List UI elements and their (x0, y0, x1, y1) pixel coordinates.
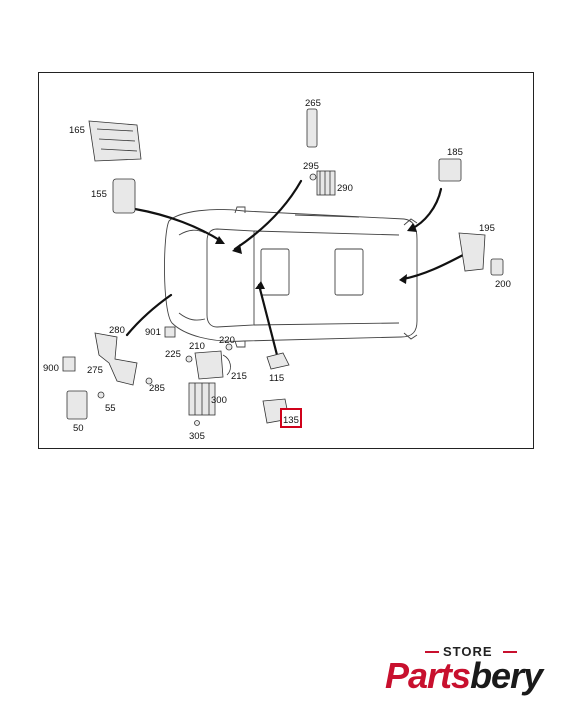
label-55: 55 (105, 403, 116, 414)
part-290 (316, 170, 336, 196)
part-901 (164, 326, 176, 338)
logo-brand-part2: bery (470, 655, 543, 696)
label-165: 165 (69, 125, 85, 136)
part-155 (112, 178, 136, 214)
store-logo: STORE Partsbery (385, 640, 555, 700)
arrow-115 (257, 283, 279, 357)
label-50: 50 (73, 423, 84, 434)
part-220 (225, 343, 233, 351)
part-55 (97, 391, 105, 399)
part-265 (306, 108, 318, 148)
label-135: 135 (283, 415, 299, 426)
diagram-frame: 165 265 295 290 185 155 195 200 280 901 … (38, 72, 534, 449)
arrow-185 (409, 187, 443, 231)
part-215 (222, 354, 231, 376)
parts-diagram: 165 265 295 290 185 155 195 200 280 901 … (43, 98, 511, 442)
label-195: 195 (479, 223, 495, 234)
part-900 (62, 356, 76, 372)
label-900: 900 (43, 363, 59, 374)
part-185 (438, 158, 462, 182)
part-labels: 165 265 295 290 185 155 195 200 280 901 … (43, 98, 511, 442)
label-285: 285 (149, 383, 165, 394)
arrow-195 (401, 253, 465, 281)
arrow-290 (233, 179, 303, 251)
logo-store-text: STORE (443, 644, 493, 659)
label-185: 185 (447, 147, 463, 158)
van-outline (164, 209, 418, 342)
logo-brand: Partsbery (385, 655, 543, 696)
label-305: 305 (189, 431, 205, 442)
label-275: 275 (87, 365, 103, 376)
label-210: 210 (189, 341, 205, 352)
label-115: 115 (269, 373, 284, 384)
logo-brand-part1: Parts (385, 655, 471, 696)
arrow-280 (125, 293, 173, 337)
part-305 (194, 420, 200, 426)
part-210 (194, 350, 224, 380)
logo-accent-line-left (425, 651, 439, 653)
part-115 (266, 352, 290, 370)
part-285 (145, 377, 153, 385)
label-295: 295 (303, 161, 319, 172)
label-290: 290 (337, 183, 353, 194)
highlight-box-135 (280, 408, 302, 428)
logo-accent-line-right (503, 651, 517, 653)
arrow-155 (133, 207, 223, 243)
label-215: 215 (231, 371, 247, 382)
part-195 (458, 232, 486, 272)
label-225: 225 (165, 349, 181, 360)
part-50 (66, 390, 88, 420)
label-300: 300 (211, 395, 227, 406)
part-225 (185, 355, 193, 363)
label-265: 265 (305, 98, 321, 109)
label-220: 220 (219, 335, 235, 346)
label-200: 200 (495, 279, 511, 290)
label-280: 280 (109, 325, 125, 336)
part-275 (94, 332, 138, 386)
label-155: 155 (91, 189, 107, 200)
part-295 (309, 173, 317, 181)
label-901: 901 (145, 327, 161, 338)
part-200 (490, 258, 504, 276)
